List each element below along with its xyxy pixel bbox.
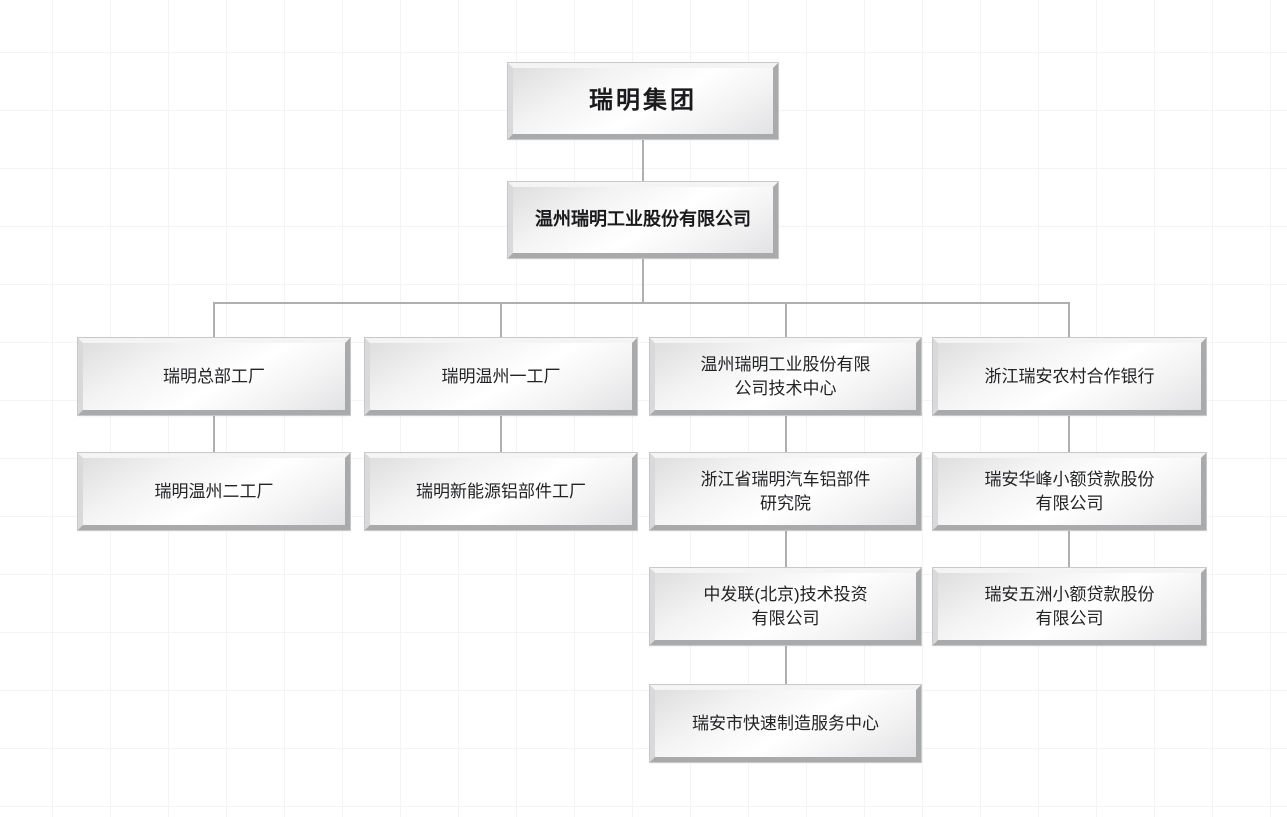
- node-label: 瑞安华峰小额贷款股份 有限公司: [984, 469, 1155, 513]
- node-zhongfalian-invest: 中发联(北京)技术投资 有限公司: [649, 567, 922, 646]
- node-wenzhou-ruiming-co: 温州瑞明工业股份有限公司: [507, 181, 779, 259]
- connector-bus: [213, 302, 1070, 304]
- node-hq-factory: 瑞明总部工厂: [77, 337, 351, 416]
- node-label: 浙江瑞安农村合作银行: [984, 366, 1155, 386]
- node-label: 瑞安五洲小额贷款股份 有限公司: [984, 584, 1155, 628]
- connector-col1-r3-r4: [213, 415, 215, 453]
- node-label: 瑞明温州二工厂: [154, 481, 274, 501]
- node-label: 瑞安市快速制造服务中心: [692, 713, 879, 733]
- node-label: 温州瑞明工业股份有限公司: [535, 209, 751, 230]
- connector-bus-drop-col4: [1068, 302, 1070, 338]
- connector-company-to-bus: [642, 258, 644, 304]
- connector-col4-r4-r5: [1068, 530, 1070, 568]
- node-label: 温州瑞明工业股份有限 公司技术中心: [700, 354, 871, 398]
- node-tech-center: 温州瑞明工业股份有限 公司技术中心: [649, 337, 922, 416]
- node-label: 瑞明新能源铝部件工厂: [416, 481, 586, 501]
- node-huafeng-microloan: 瑞安华峰小额贷款股份 有限公司: [932, 452, 1207, 531]
- node-label: 瑞明总部工厂: [163, 366, 265, 386]
- connector-col3-r4-r5: [785, 530, 787, 568]
- node-rural-coop-bank: 浙江瑞安农村合作银行: [932, 337, 1207, 416]
- node-label: 瑞明温州一工厂: [441, 366, 561, 386]
- connector-bus-drop-col1: [213, 302, 215, 338]
- connector-root-to-company: [642, 139, 644, 182]
- connector-col3-r3-r4: [785, 415, 787, 453]
- node-label: 中发联(北京)技术投资 有限公司: [703, 584, 868, 628]
- node-research-institute: 浙江省瑞明汽车铝部件 研究院: [649, 452, 922, 531]
- node-group-root: 瑞明集团: [507, 62, 779, 140]
- node-rapid-mfg-center: 瑞安市快速制造服务中心: [649, 684, 922, 763]
- node-wuzhou-microloan: 瑞安五洲小额贷款股份 有限公司: [932, 567, 1207, 646]
- node-label: 瑞明集团: [589, 87, 697, 115]
- connector-col4-r3-r4: [1068, 415, 1070, 453]
- connector-bus-drop-col3: [785, 302, 787, 338]
- node-new-energy-factory: 瑞明新能源铝部件工厂: [364, 452, 638, 531]
- node-wenzhou-factory-2: 瑞明温州二工厂: [77, 452, 351, 531]
- connector-bus-drop-col2: [500, 302, 502, 338]
- connector-col2-r3-r4: [500, 415, 502, 453]
- node-label: 浙江省瑞明汽车铝部件 研究院: [700, 469, 871, 513]
- connector-col3-r5-r6: [785, 645, 787, 685]
- node-wenzhou-factory-1: 瑞明温州一工厂: [364, 337, 638, 416]
